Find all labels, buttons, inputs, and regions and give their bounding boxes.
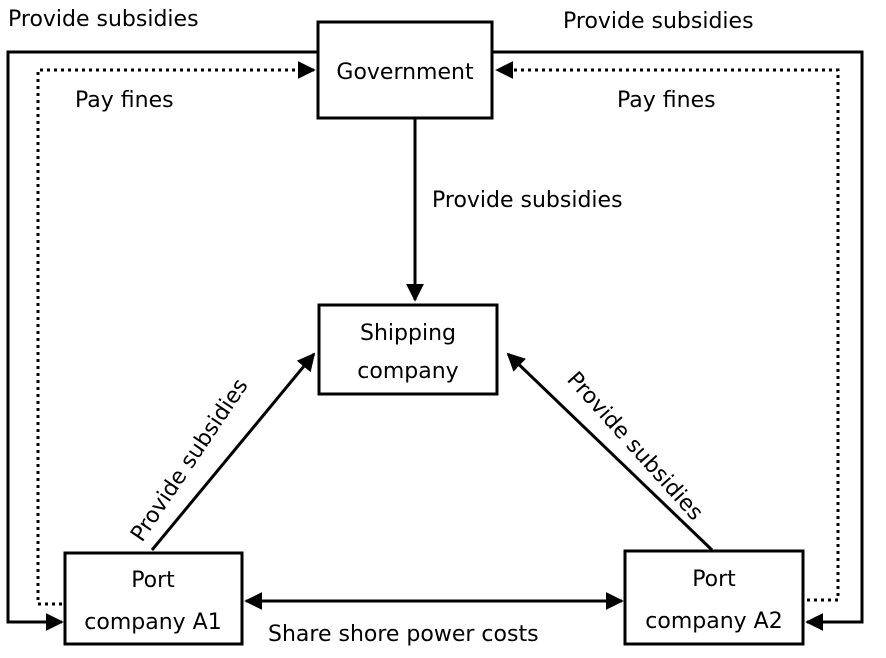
node-port-a1-line1: Port bbox=[131, 568, 175, 593]
node-port-a2-line2: company A2 bbox=[645, 609, 782, 634]
label-gov-to-a2-subsidies: Provide subsidies bbox=[563, 9, 754, 34]
node-port-a2-line1: Port bbox=[692, 567, 736, 592]
label-gov-to-shipping-subsidies: Provide subsidies bbox=[432, 188, 623, 213]
node-port-company-a1: Port company A1 bbox=[63, 551, 244, 646]
node-government: Government bbox=[316, 20, 494, 120]
edge-a1-to-gov-fines bbox=[36, 61, 316, 606]
node-government-label: Government bbox=[336, 60, 474, 85]
label-a2-to-shipping-subsidies: Provide subsidies bbox=[562, 367, 708, 525]
label-a1-to-gov-fines: Pay fines bbox=[75, 88, 174, 113]
node-shipping-company: Shipping company bbox=[317, 303, 499, 396]
node-port-company-a2: Port company A2 bbox=[623, 549, 805, 646]
edge-gov-to-a2-subsidies bbox=[492, 50, 864, 631]
node-port-a1-line2: company A1 bbox=[84, 610, 221, 635]
label-a2-to-gov-fines: Pay fines bbox=[617, 88, 716, 113]
edge-a1-to-shipping-subsidies bbox=[150, 352, 316, 551]
node-shipping-line1: Shipping bbox=[360, 321, 456, 346]
label-a1-a2-share-costs: Share shore power costs bbox=[268, 622, 539, 647]
node-shipping-line2: company bbox=[357, 359, 458, 384]
edge-a2-to-gov-fines bbox=[495, 61, 840, 602]
label-gov-to-a1-subsidies: Provide subsidies bbox=[8, 7, 199, 32]
edge-gov-to-a1-subsidies bbox=[6, 50, 318, 631]
edge-a2-to-shipping-subsidies bbox=[506, 352, 714, 552]
label-a1-to-shipping-subsidies: Provide subsidies bbox=[126, 374, 253, 546]
